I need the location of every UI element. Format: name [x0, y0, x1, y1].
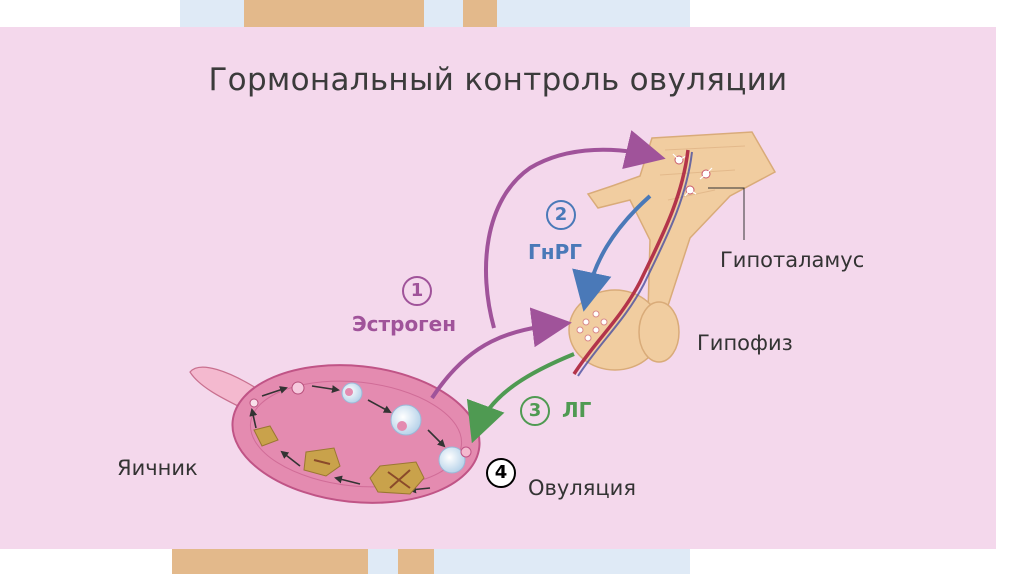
step-3-label-lh: ЛГ — [562, 398, 591, 422]
step-2-label-gnrh: ГнРГ — [528, 240, 582, 264]
label-ovary: Яичник — [117, 456, 198, 480]
step-1-label-estrogen: Эстроген — [352, 312, 456, 336]
label-pituitary: Гипофиз — [697, 331, 793, 355]
label-ovulation: Овуляция — [528, 476, 636, 500]
label-hypothalamus: Гипоталамус — [720, 248, 864, 272]
ovary-shape — [190, 353, 486, 514]
step-3-number: 3 — [520, 396, 550, 426]
step-2-number: 2 — [546, 200, 576, 230]
step-4-number: 4 — [486, 458, 516, 488]
step-1-number: 1 — [402, 276, 432, 306]
